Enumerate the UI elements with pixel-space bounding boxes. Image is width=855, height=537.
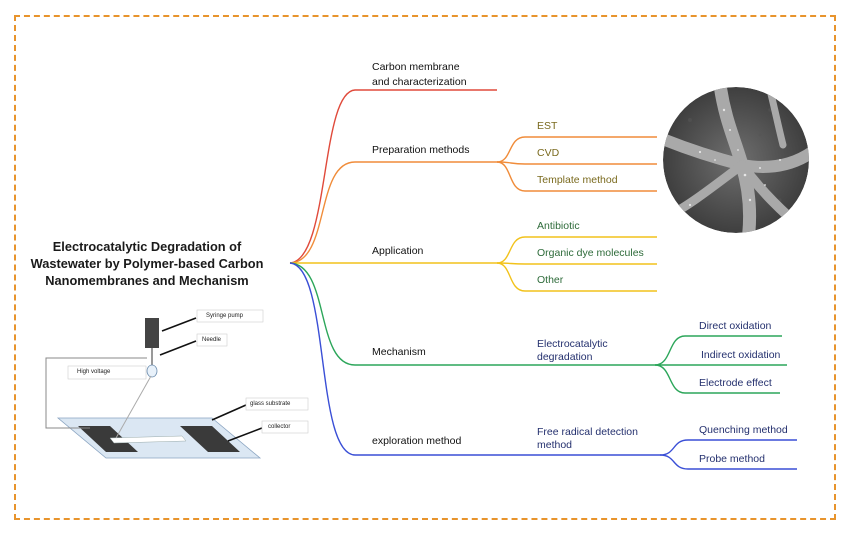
node-electrocatalytic-degradation: Electrocatalytic degradation [537,338,608,364]
syringe-pump-body [145,318,159,348]
leaf-quenching-method: Quenching method [699,424,788,436]
branch-mechanism: Mechanism [372,346,426,358]
leaf-other: Other [537,274,564,286]
branch-connector-mechanism [289,262,512,366]
leaf-cvd: CVD [537,147,560,159]
connector-probe [659,454,797,470]
sem-micrograph [663,87,809,233]
connector-organic [496,262,657,265]
connector-antibiotic [496,236,657,264]
glass-substrate-label: glass substrate [250,401,291,407]
collector-right [180,426,240,452]
branch-carbon-membrane: Carbon membrane and characterization [372,60,467,90]
branch-exploration-method: exploration method [372,435,462,447]
central-topic: Electrocatalytic Degradation of Wastewat… [30,239,264,288]
connector-est [496,136,657,163]
arrow-syringe [161,317,197,332]
collector-label: collector [268,424,291,430]
leaf-electrode-effect: Electrode effect [699,377,772,389]
connector-template [496,161,657,192]
branch-connector-exploration [289,262,512,456]
branch-application: Application [372,245,424,257]
needle-label: Needle [202,337,222,343]
branch-preparation-methods: Preparation methods [372,144,470,156]
connector-quenching [659,439,797,456]
leaf-template-method: Template method [537,174,618,186]
collector-left [78,426,138,452]
branch-connector-carbon [289,89,497,264]
high-voltage-label: High voltage [77,369,111,375]
syringe-pump-label: Syringe pump [206,313,244,319]
connector-cvd [496,161,657,165]
leaf-est: EST [537,120,558,132]
arrow-needle [159,340,197,356]
electrocatalytic-line2: degradation [537,351,593,363]
branch-connector-preparation [289,161,497,264]
connector-direct [654,335,782,366]
leaf-organic-dye: Organic dye molecules [537,247,644,259]
high-voltage-wire [45,357,147,429]
dashed-frame [14,15,836,520]
droplet [146,364,158,378]
jet-line [115,375,152,439]
free-radical-line2: method [537,439,573,451]
branch-carbon-line1: Carbon membrane [372,61,460,73]
arrow-collector [227,427,263,442]
electrocatalytic-line1: Electrocatalytic [537,338,608,350]
leaf-probe-method: Probe method [699,453,765,465]
fiber-strip [109,435,187,444]
leaf-indirect-oxidation: Indirect oxidation [701,349,781,361]
leaf-antibiotic: Antibiotic [537,220,580,232]
arrow-glass [211,404,247,421]
connector-other [496,262,657,292]
leaf-direct-oxidation: Direct oxidation [699,320,772,332]
electrospinning-apparatus [45,309,309,459]
connector-electrode [654,364,780,394]
node-free-radical-detection: Free radical detection method [537,426,638,452]
free-radical-line1: Free radical detection [537,426,638,438]
branch-carbon-line2: and characterization [372,76,467,88]
